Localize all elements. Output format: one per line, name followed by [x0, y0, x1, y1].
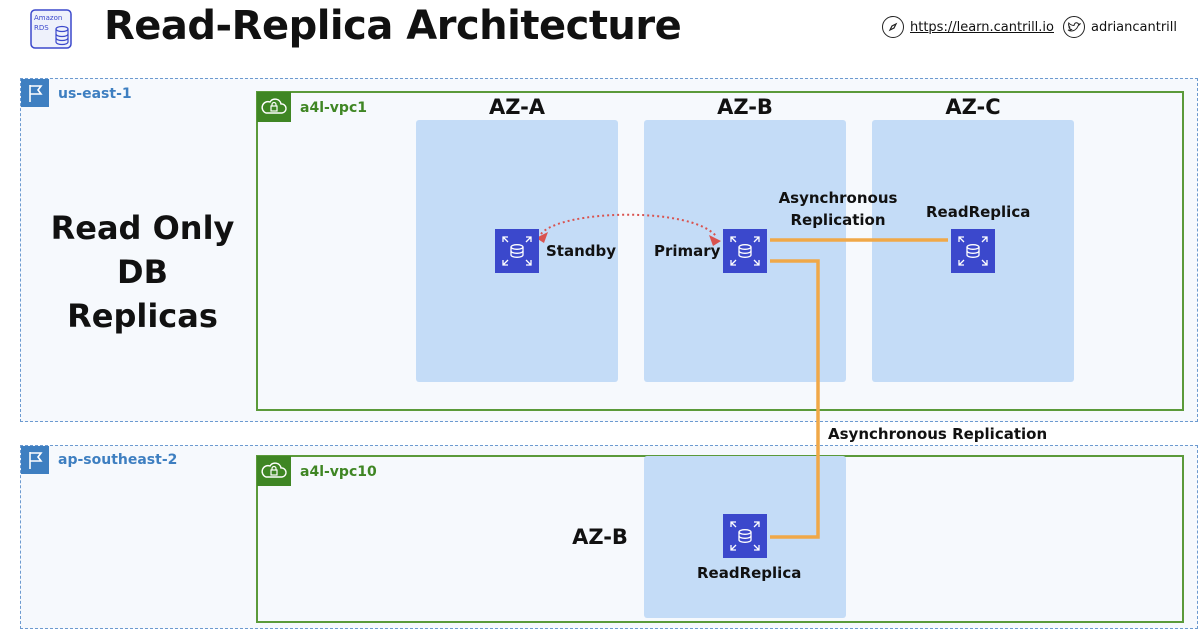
- arrow-head: [709, 235, 721, 246]
- svg-text:RDS: RDS: [34, 24, 49, 32]
- header: Amazon RDS Read-Replica Architecture htt…: [0, 0, 1200, 56]
- arrow-head: [536, 232, 548, 243]
- rds-instance-icon: [495, 229, 539, 273]
- read-replica-label: ReadReplica: [926, 203, 1031, 221]
- rds-instance-icon: [723, 229, 767, 273]
- amazon-rds-logo-icon: Amazon RDS: [30, 9, 72, 49]
- vpc-label: a4l-vpc10: [300, 464, 377, 480]
- diagram-caption: Read Only DB Replicas: [40, 206, 245, 338]
- vpc-label: a4l-vpc1: [300, 100, 367, 116]
- caption-line: DB Replicas: [67, 253, 218, 335]
- twitter-icon: [1063, 16, 1085, 38]
- cloud-lock-icon: [257, 92, 291, 122]
- async-replication-label: Asynchronous Replication: [770, 187, 906, 231]
- twitter-handle[interactable]: adriancantrill: [1063, 16, 1177, 38]
- cross-region-replication-label: Asynchronous Replication: [828, 425, 1048, 443]
- compass-icon: [882, 16, 904, 38]
- label-line: Replication: [790, 211, 886, 229]
- flag-icon: [21, 446, 49, 474]
- label-line: Asynchronous: [778, 189, 898, 207]
- az-label: AZ-B: [572, 525, 628, 549]
- page-title: Read-Replica Architecture: [104, 3, 682, 49]
- region-ap-southeast-2: [20, 445, 1198, 629]
- rds-instance-icon: [951, 229, 995, 273]
- cloud-lock-icon: [257, 456, 291, 486]
- primary-label: Primary: [654, 242, 721, 260]
- flag-icon: [21, 79, 49, 107]
- read-replica-label: ReadReplica: [697, 564, 802, 582]
- cross-region-replication-line: [770, 259, 820, 539]
- sync-replication-line: [540, 213, 717, 237]
- svg-text:Amazon: Amazon: [34, 14, 62, 22]
- standby-label: Standby: [546, 242, 617, 260]
- vpc-a4l-vpc1: [256, 91, 1184, 411]
- caption-line: Read Only: [50, 209, 235, 247]
- rds-instance-icon: [723, 514, 767, 558]
- az-label: AZ-A: [488, 95, 546, 119]
- region-label: us-east-1: [58, 86, 132, 102]
- website-link[interactable]: https://learn.cantrill.io: [882, 16, 1054, 38]
- twitter-username[interactable]: adriancantrill: [1091, 19, 1178, 35]
- az-label: AZ-B: [717, 95, 773, 119]
- az-label: AZ-C: [945, 95, 1001, 119]
- website-url[interactable]: https://learn.cantrill.io: [910, 19, 1054, 35]
- region-label: ap-southeast-2: [58, 452, 178, 468]
